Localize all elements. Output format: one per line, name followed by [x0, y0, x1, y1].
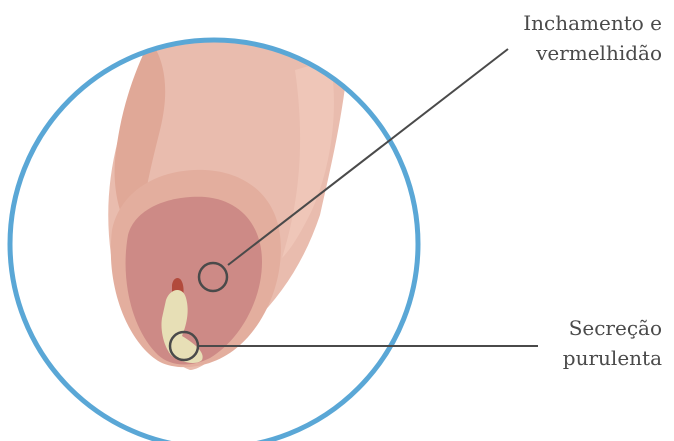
swelling-label-line2: vermelhidão	[523, 38, 662, 68]
discharge-label-line1: Secreção	[563, 313, 662, 343]
discharge-label: Secreção purulenta	[563, 313, 662, 373]
swelling-label: Inchamento e vermelhidão	[523, 8, 662, 68]
discharge-label-line2: purulenta	[563, 343, 662, 373]
swelling-label-line1: Inchamento e	[523, 8, 662, 38]
anatomy-illustration	[108, 32, 350, 370]
